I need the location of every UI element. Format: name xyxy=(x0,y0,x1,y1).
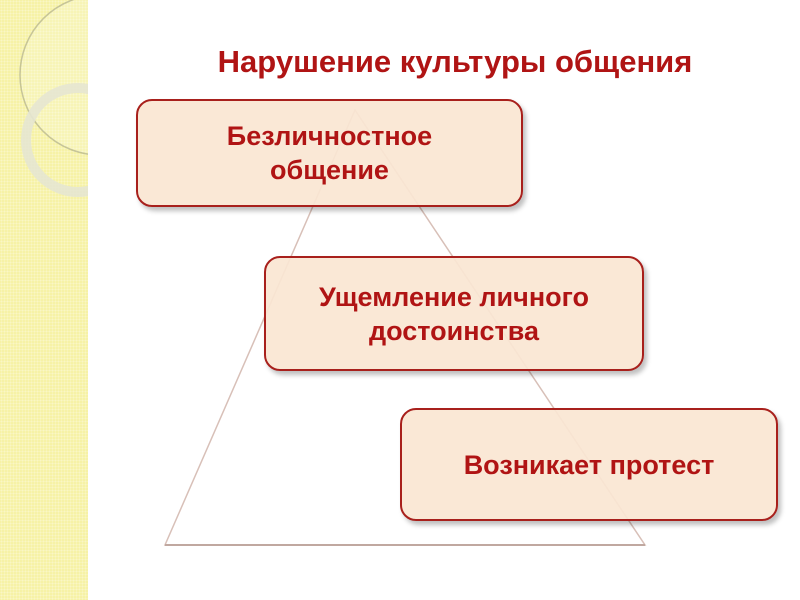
decorative-sidebar xyxy=(0,0,88,600)
level-box-impersonal-communication: Безличностное общение xyxy=(136,99,523,207)
level-text: Ущемление личного xyxy=(318,281,590,312)
level-text: Возникает протест xyxy=(463,449,715,480)
level-text: общение xyxy=(270,155,389,185)
slide-title: Нарушение культуры общения xyxy=(217,44,693,79)
level-text: достоинства xyxy=(368,315,540,346)
decorative-circles-icon xyxy=(19,0,88,197)
level-text: Безличностное xyxy=(226,121,433,151)
level-box-protest: Возникает протест xyxy=(400,408,778,521)
